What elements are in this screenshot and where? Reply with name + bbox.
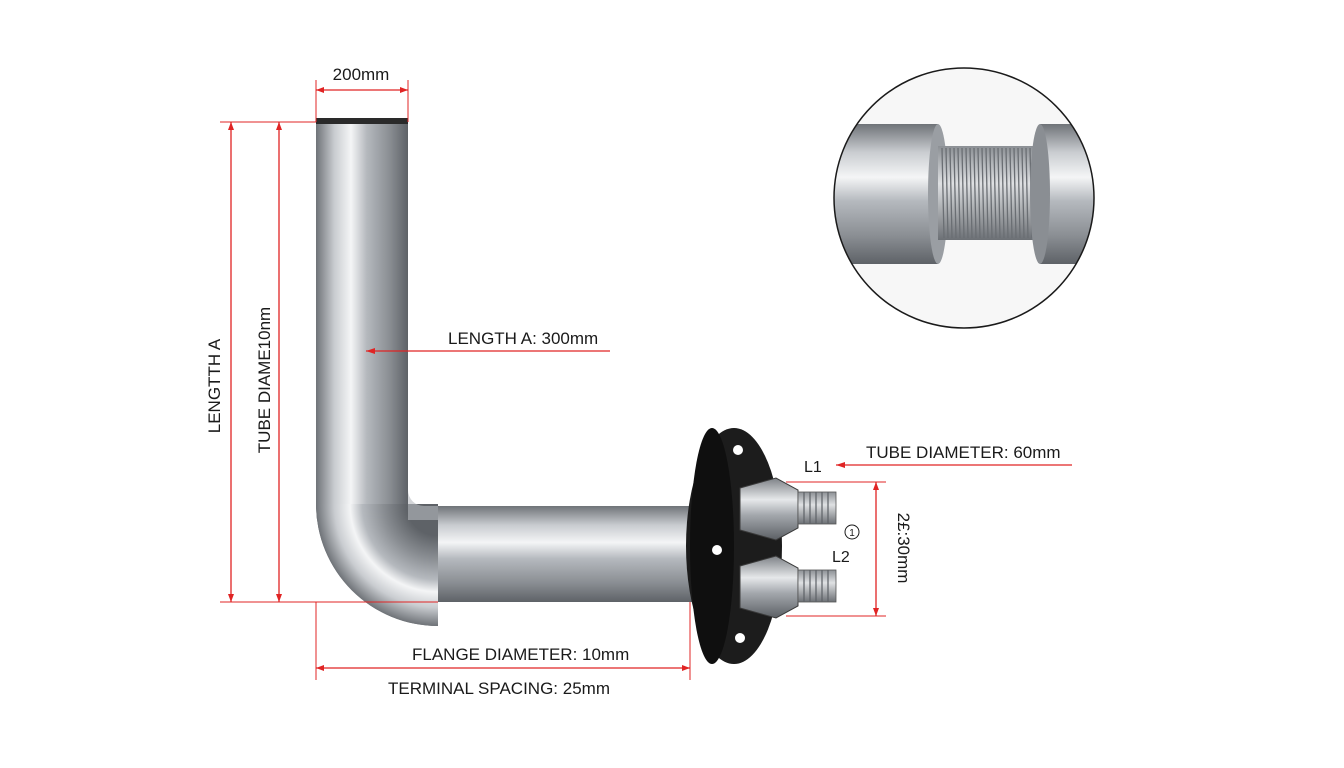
flange-bolt-hole — [712, 545, 722, 555]
thread-ridge — [949, 147, 953, 239]
marker-circle — [844, 524, 860, 540]
top-width-label: 200mm — [333, 65, 390, 84]
thread-ridge — [941, 147, 945, 239]
thread-ridge — [1005, 147, 1009, 239]
thread-ridge — [977, 147, 981, 239]
thread-ridge — [973, 147, 977, 239]
thread-ridge — [961, 147, 965, 239]
thread-ridge — [1009, 147, 1013, 239]
length-a-label: LENGTH A: 300mm — [448, 329, 598, 348]
thread-ridge — [989, 147, 993, 239]
tube-diameter-label: TUBE DIAMETER: 60mm — [866, 443, 1061, 462]
l2-label: L2 — [832, 549, 850, 566]
marker-label: 1 — [849, 528, 855, 539]
tube-horizontal-section — [438, 506, 694, 602]
terminal-lower — [739, 555, 837, 619]
tube-diameter-vertical-label: TUBE DIAME10nm — [255, 307, 274, 453]
thread-ridge — [1001, 147, 1005, 239]
thread-ridge — [1025, 147, 1029, 239]
terminal-height-label: 2£:30mm — [894, 513, 913, 584]
l1-label: L1 — [804, 459, 822, 476]
thread-ridge — [953, 147, 957, 239]
flange — [686, 428, 782, 664]
flange-bolt-hole — [733, 445, 743, 455]
terminal-upper — [739, 477, 837, 541]
thread-ridge — [997, 147, 1001, 239]
length-a-vertical-label: LENGTTH A — [205, 338, 224, 433]
bent-tube — [316, 118, 694, 626]
thread-ridge — [1017, 147, 1021, 239]
thread-ridge — [945, 147, 949, 239]
dimension-lines — [220, 80, 1072, 680]
thread-ridge — [965, 147, 969, 239]
thread-ridge — [957, 147, 961, 239]
thread-ridge — [981, 147, 985, 239]
thread-detail-view — [833, 67, 1095, 329]
thread-ridge — [985, 147, 989, 239]
terminal-spacing-label: TERMINAL SPACING: 25mm — [388, 679, 610, 698]
flange-diameter-label: FLANGE DIAMETER: 10mm — [412, 645, 629, 664]
flange-bolt-hole — [735, 633, 745, 643]
tube-vertical-section — [316, 122, 408, 504]
thread-ridge — [1013, 147, 1017, 239]
thread-ridge — [1021, 147, 1025, 239]
thread-ridge — [969, 147, 973, 239]
thread-ridge — [993, 147, 997, 239]
